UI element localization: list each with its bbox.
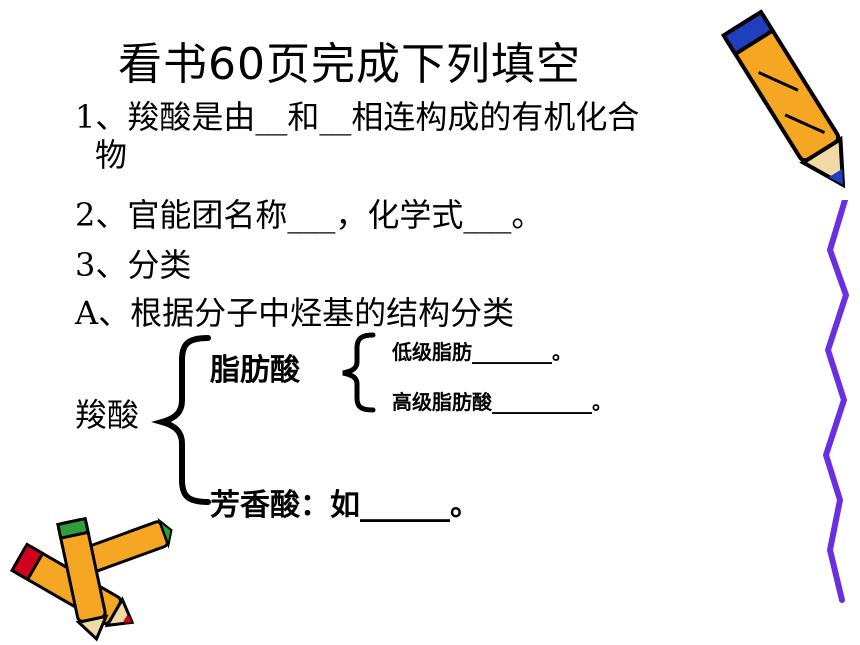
page-title: 看书60页完成下列填空	[118, 39, 581, 90]
question-1: 1、羧酸是由__和__相连构成的有机化合 物	[75, 98, 755, 174]
question-1-line-1: 1、羧酸是由__和__相连构成的有机化合	[75, 98, 640, 136]
question-3: 3、分类	[75, 246, 192, 284]
diagram-branch-aromatic-acid: 芳香酸：如______。	[210, 488, 480, 523]
question-1-line-2: 物	[95, 136, 128, 174]
question-a: A、根据分子中烃基的结构分类	[75, 294, 515, 332]
question-2: 2、官能团名称___，化学式___。	[75, 196, 544, 234]
diagram-root-label: 羧酸	[75, 396, 140, 434]
small-brace-icon	[342, 332, 376, 413]
crayons-bottom-left-icon	[9, 516, 173, 642]
diagram-child-higher-fatty: 高级脂肪酸__________。	[392, 390, 612, 414]
purple-zigzag-icon	[823, 200, 849, 603]
diagram-branch-fatty-acid: 脂肪酸	[210, 353, 300, 388]
crayon-top-right-icon	[720, 9, 846, 189]
large-brace-icon	[151, 335, 211, 505]
diagram-child-lower-fatty: 低级脂肪________。	[392, 340, 572, 364]
